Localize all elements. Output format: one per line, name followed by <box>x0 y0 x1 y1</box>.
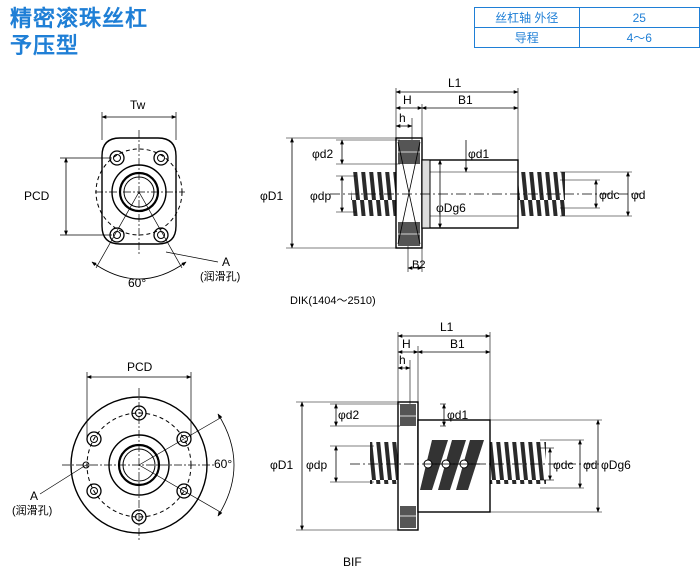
label-h-small-bottom: h <box>399 353 406 367</box>
bottom-side-view <box>296 332 602 531</box>
label-d1-top: φd1 <box>468 147 489 161</box>
label-D1-bottom: φD1 <box>270 458 293 472</box>
label-d-top: φd <box>631 188 645 202</box>
top-side-view <box>286 88 640 272</box>
label-dp-top: φdp <box>310 189 331 203</box>
label-l1-top: L1 <box>448 76 462 90</box>
label-dp-bottom: φdp <box>306 458 327 472</box>
label-l1-bottom: L1 <box>440 320 454 334</box>
title-line-1: 精密滚珠丝杠 <box>10 7 149 32</box>
label-d2-top: φd2 <box>312 147 333 161</box>
spec-label-diameter: 丝杠轴 外径 <box>474 7 580 28</box>
label-h-top: H <box>403 93 412 107</box>
label-d2-bottom: φd2 <box>338 408 359 422</box>
label-b2-top: B2 <box>412 259 425 271</box>
label-dc-bottom: φdc <box>553 458 573 472</box>
label-b1-bottom: B1 <box>450 337 465 351</box>
label-hole-a-top: A <box>222 255 230 269</box>
label-hole-name-top: (润滑孔) <box>200 269 240 283</box>
label-h-bottom: H <box>402 337 411 351</box>
label-hole-a-bottom: A <box>30 489 38 503</box>
label-dc-top: φdc <box>599 188 619 202</box>
title-line-2: 予压型 <box>10 34 80 59</box>
spec-row-diameter: 丝杠轴 外径 25 <box>474 7 700 28</box>
label-d1-bottom: φd1 <box>447 408 468 422</box>
page-title: 精密滚珠丝杠 予压型 <box>10 6 148 60</box>
spec-table: 丝杠轴 外径 25 导程 4～6 <box>474 7 700 48</box>
label-hole-name-bottom: (润滑孔) <box>12 503 52 517</box>
spec-value-lead: 4～6 <box>578 27 700 48</box>
caption-bif: BIF <box>343 555 362 569</box>
label-pcd-top: PCD <box>24 189 50 203</box>
label-pcd-bottom: PCD <box>127 360 153 374</box>
label-d-bottom: φd <box>583 458 597 472</box>
top-front-view <box>60 112 219 280</box>
spec-label-lead: 导程 <box>474 27 580 48</box>
label-D1-top: φD1 <box>260 189 283 203</box>
label-h-small-top: h <box>399 111 406 125</box>
spec-row-lead: 导程 4～6 <box>474 27 700 48</box>
caption-dik: DIK(1404～2510) <box>290 295 376 307</box>
label-dg6-bottom: φDg6 <box>601 458 631 472</box>
label-angle-top: 60° <box>128 276 146 290</box>
label-dg6-top: φDg6 <box>436 201 466 215</box>
label-b1-top: B1 <box>458 93 473 107</box>
label-tw: Tw <box>130 98 146 112</box>
bottom-front-view <box>39 372 235 542</box>
label-angle-bottom: 60° <box>214 457 232 471</box>
